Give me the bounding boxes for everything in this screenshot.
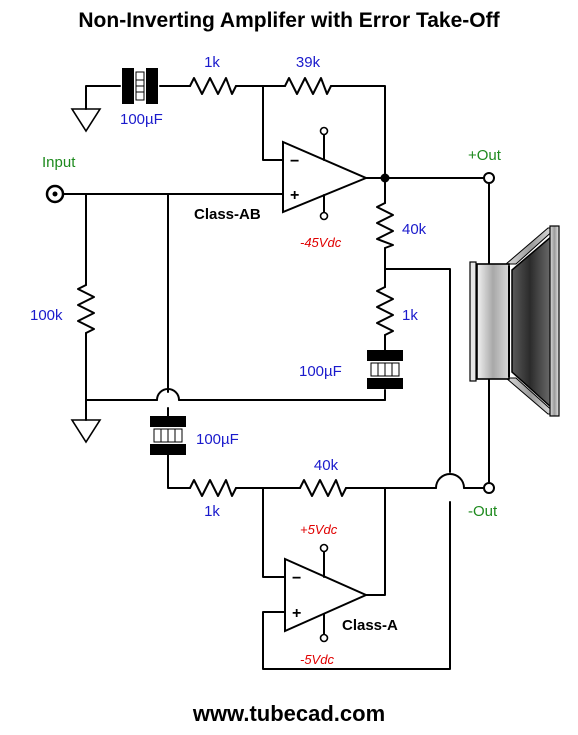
capacitor-top	[122, 68, 158, 104]
opamp-ab-minus: −	[290, 153, 299, 170]
input-jack[interactable]	[45, 184, 65, 204]
resistor-40k-divider	[376, 202, 394, 249]
top-wiring	[61, 85, 488, 473]
minus-out-terminal[interactable]	[483, 482, 495, 494]
plus-out-label: +Out	[468, 147, 502, 164]
minus-out-label: -Out	[468, 503, 498, 520]
opamp-class-ab	[282, 126, 369, 221]
cap-bottom-value: 100µF	[196, 431, 239, 448]
site-footer: www.tubecad.com	[192, 701, 385, 726]
resistor-100k	[77, 284, 95, 334]
r-div-top-value: 40k	[402, 221, 427, 238]
resistor-1k-top	[189, 77, 237, 95]
cap-top-value: 100µF	[120, 111, 163, 128]
bottom-wiring	[167, 182, 490, 670]
resistor-1k-bottom	[189, 479, 237, 497]
r-bot-fb-value: 40k	[314, 457, 339, 474]
opamp-a-minus: −	[292, 570, 301, 587]
amp2-pos-rail: +5Vdc	[300, 522, 338, 537]
amp1-label: Class-AB	[194, 206, 261, 223]
resistor-40k-bottom	[299, 479, 347, 497]
opamp-a-plus: +	[292, 605, 301, 622]
resistor-1k-divider	[376, 286, 394, 336]
output-junction	[380, 173, 390, 183]
ground-icon	[70, 419, 102, 444]
amp1-neg-rail: -45Vdc	[300, 235, 342, 250]
capacitor-bottom	[150, 416, 186, 455]
r-top-fb-value: 39k	[296, 54, 321, 71]
ground-icon	[70, 108, 102, 133]
amp2-neg-rail: -5Vdc	[300, 652, 334, 667]
diagram-title: Non-Inverting Amplifer with Error Take-O…	[78, 9, 500, 32]
r-top-in-value: 1k	[204, 54, 220, 71]
input-label: Input	[42, 154, 76, 171]
opamp-ab-plus: +	[290, 187, 299, 204]
r-input-value: 100k	[30, 307, 63, 324]
plus-out-terminal[interactable]	[483, 172, 495, 184]
r-div-bot-value: 1k	[402, 307, 418, 324]
r-bot-in-value: 1k	[204, 503, 220, 520]
resistor-39k	[284, 77, 332, 95]
capacitor-divider	[367, 350, 403, 389]
opamp-class-a	[284, 543, 369, 643]
cap-div-value: 100µF	[299, 363, 342, 380]
speaker-icon	[469, 225, 560, 417]
amp2-label: Class-A	[342, 617, 398, 634]
